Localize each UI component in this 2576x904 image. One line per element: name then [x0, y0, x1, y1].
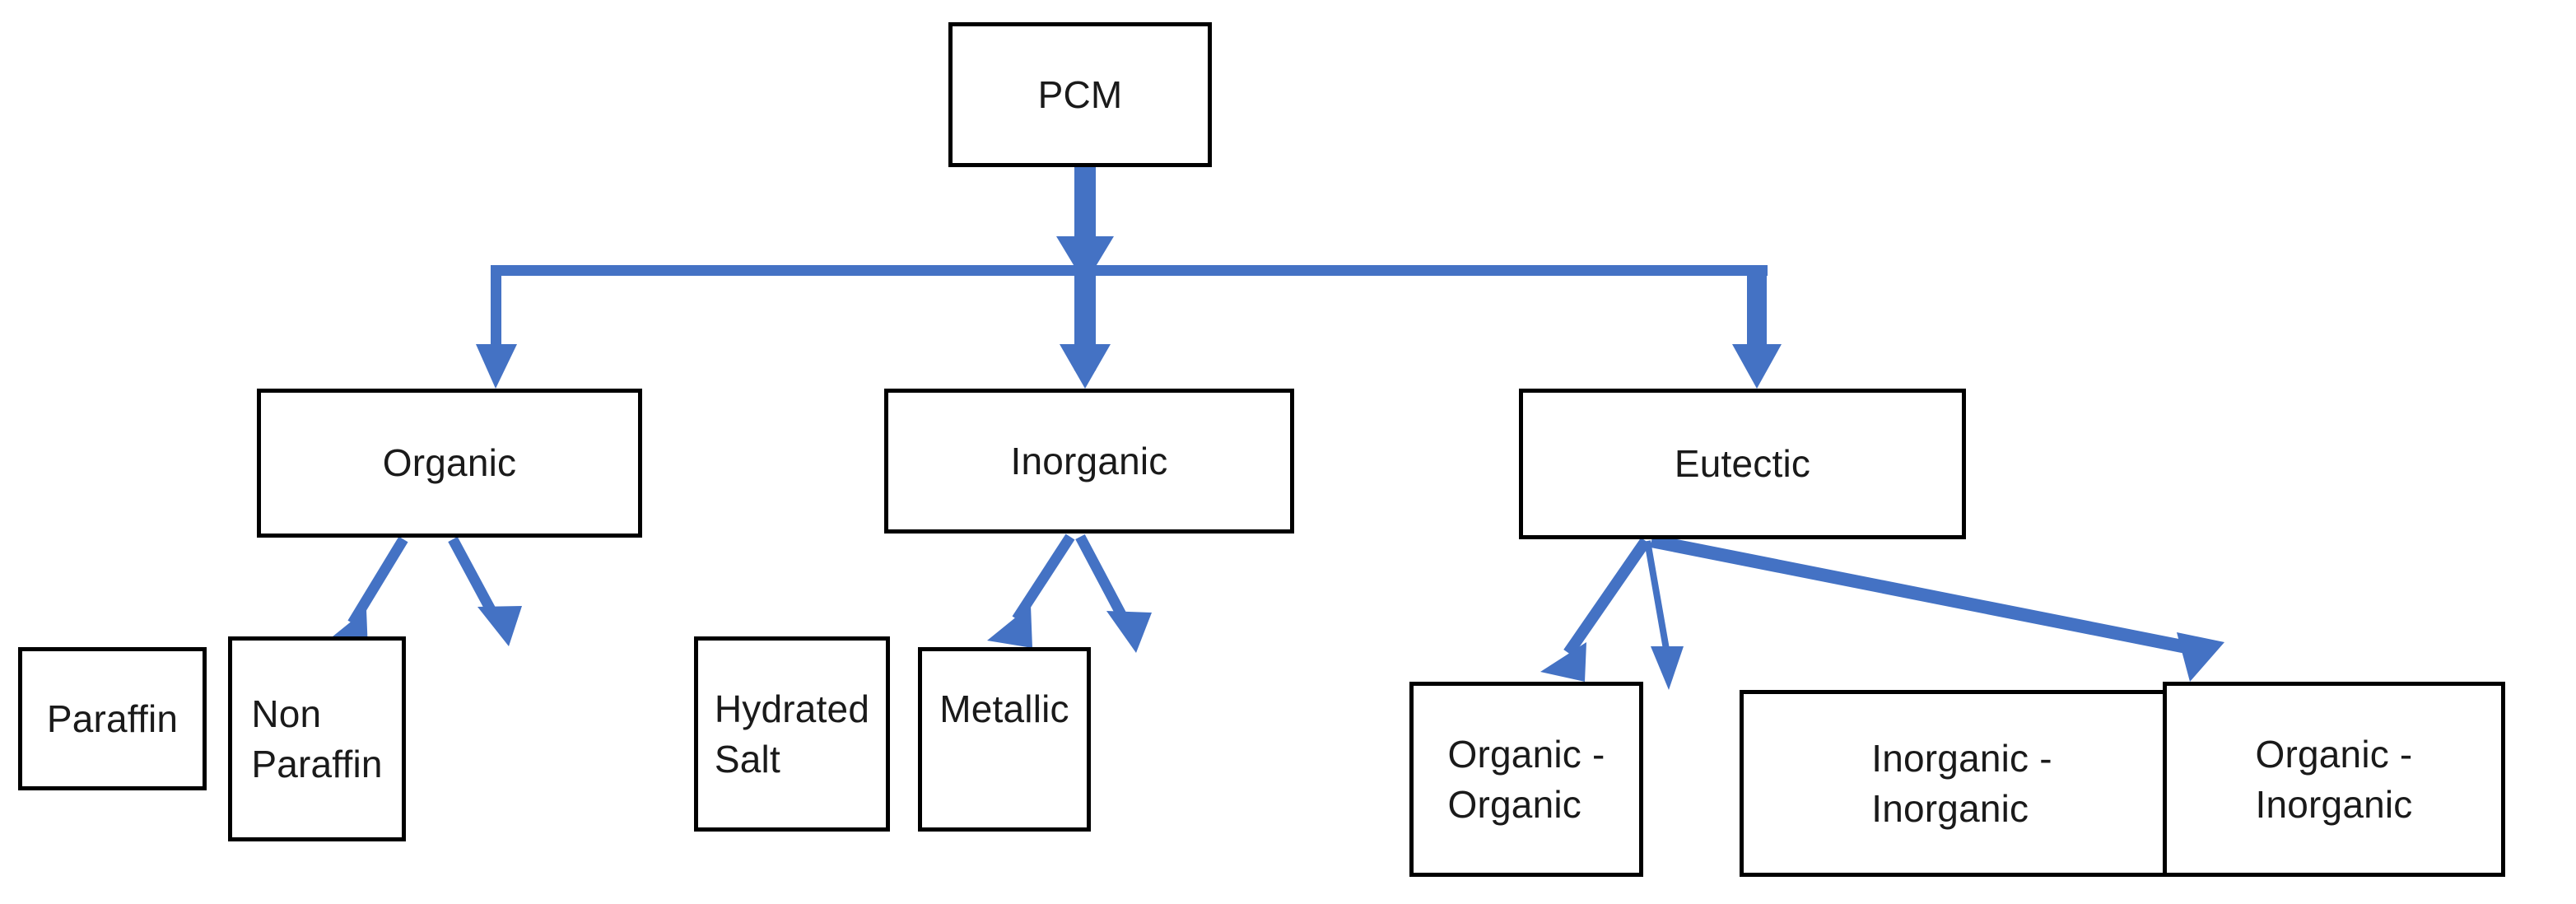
- node-label-organic-inorganic: Organic - Inorganic: [2255, 732, 2413, 826]
- node-label-non-paraffin: Non Paraffin: [251, 692, 383, 785]
- edge-eutectic-to-organic-organic: [1540, 538, 1651, 682]
- edge-inorganic-to-metallic: [1075, 534, 1152, 653]
- edge-eutectic-to-inorganic-inorganic: [1644, 540, 1684, 690]
- node-inorganic-inorganic[interactable]: Inorganic - Inorganic: [1740, 690, 2184, 877]
- edge-inorganic-to-hydrated-salt: [987, 534, 1075, 648]
- edge-organic-to-non-paraffin: [448, 536, 522, 646]
- node-label-inorganic-inorganic: Inorganic - Inorganic: [1871, 736, 2052, 830]
- node-inorganic[interactable]: Inorganic: [884, 389, 1294, 534]
- edge-bus-to-inorganic: [1060, 265, 1111, 389]
- node-label-eutectic: Eutectic: [1674, 442, 1811, 486]
- node-label-metallic: Metallic: [939, 687, 1069, 730]
- edge-organic-to-paraffin: [324, 536, 408, 650]
- node-eutectic[interactable]: Eutectic: [1519, 389, 1966, 539]
- edge-pcm-to-bus: [1056, 167, 1114, 284]
- node-organic-inorganic[interactable]: Organic - Inorganic: [2163, 682, 2505, 877]
- node-organic[interactable]: Organic: [257, 389, 642, 538]
- node-non-paraffin[interactable]: Non Paraffin: [228, 636, 406, 841]
- node-label-pcm: PCM: [1037, 72, 1123, 116]
- edge-eutectic-to-organic-inorganic: [1650, 534, 2224, 682]
- node-label-organic-organic: Organic - Organic: [1447, 732, 1605, 826]
- node-organic-organic[interactable]: Organic - Organic: [1409, 682, 1643, 877]
- node-metallic[interactable]: Metallic: [918, 647, 1091, 832]
- node-pcm[interactable]: PCM: [948, 22, 1212, 167]
- edge-bus-to-eutectic: [1732, 265, 1782, 389]
- node-paraffin[interactable]: Paraffin: [18, 647, 207, 790]
- edge-bus-horizontal: [491, 265, 1768, 276]
- node-hydrated-salt[interactable]: Hydrated Salt: [694, 636, 890, 832]
- node-label-paraffin: Paraffin: [46, 697, 179, 740]
- node-label-hydrated-salt: Hydrated Salt: [714, 687, 870, 781]
- node-label-inorganic: Inorganic: [1010, 439, 1168, 482]
- edge-bus-to-organic: [476, 265, 517, 389]
- node-label-organic: Organic: [382, 441, 517, 485]
